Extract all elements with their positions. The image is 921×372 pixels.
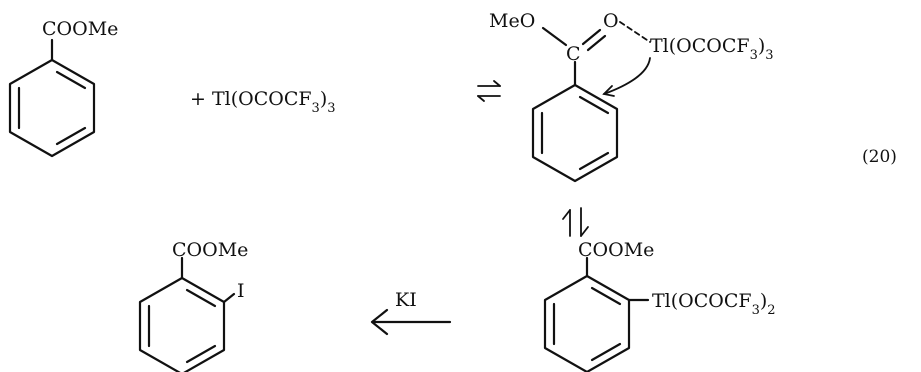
- carbonyl-carbon-label: C: [566, 43, 581, 65]
- substituent-label: COOMe: [42, 18, 118, 40]
- equation-number: (20): [862, 147, 897, 167]
- reagent-ki-label: KI: [395, 289, 417, 311]
- benzene-ring: [8, 58, 96, 158]
- carbonyl-oxygen-label: O: [603, 10, 619, 32]
- methyl-benzoate-structure: COOMe: [8, 18, 118, 158]
- reagent-label: + Tl(OCOCF3)3: [190, 88, 336, 116]
- benzene-ring: [531, 83, 619, 183]
- carbon-iodine-bond: [222, 292, 236, 304]
- thallium-label: Tl(OCOCF3)3: [650, 35, 774, 63]
- benzene-ring: [543, 274, 631, 372]
- arylthallium-structure: COOMe Tl(OCOCF3)2: [543, 239, 776, 372]
- benzene-ring: [138, 276, 226, 372]
- iodo-product-structure: COOMe I: [138, 239, 248, 372]
- equilibrium-arrow: [477, 80, 501, 102]
- reaction-arrow: KI: [370, 289, 452, 336]
- ester-thallium-complex-structure: C MeO O Tl(OCOCF3)3: [489, 10, 774, 183]
- iodine-label: I: [237, 280, 245, 302]
- substituent-label: COOMe: [578, 239, 654, 261]
- electrophilic-attack-arrow: [603, 57, 651, 95]
- vertical-equilibrium-arrow: [562, 207, 589, 237]
- thallium-label: Tl(OCOCF3)2: [652, 290, 776, 318]
- substituent-label: COOMe: [172, 239, 248, 261]
- methoxy-bond: [541, 26, 568, 47]
- coordination-bond: [619, 21, 651, 43]
- methoxy-label: MeO: [489, 10, 535, 32]
- carbonyl-double-bond: [581, 28, 602, 46]
